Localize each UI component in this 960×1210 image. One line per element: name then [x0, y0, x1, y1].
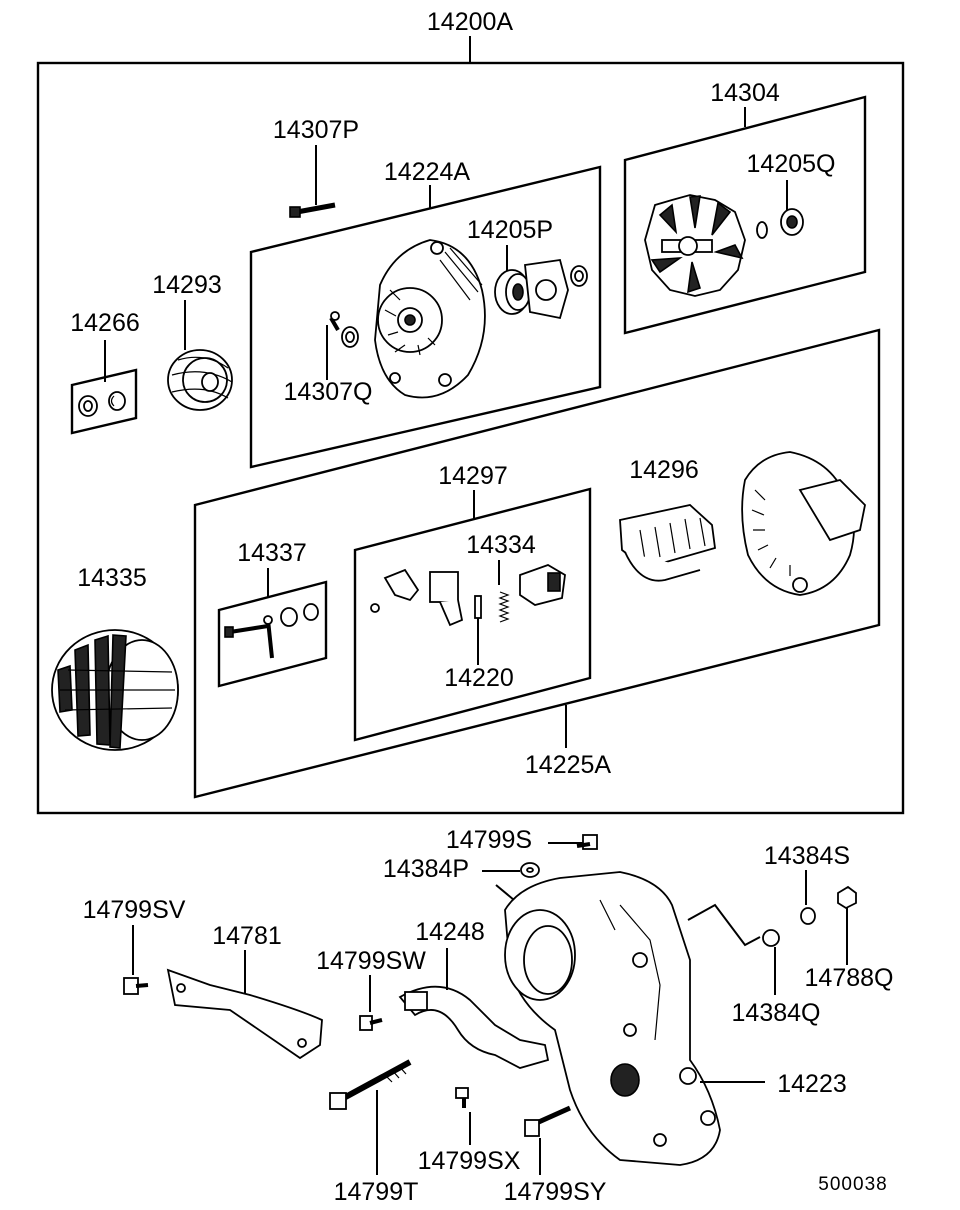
- callout-14307P: 14307P: [273, 116, 359, 144]
- rotor-14304: [644, 194, 746, 297]
- callout-14200A: 14200A: [427, 8, 514, 36]
- bolts-14337: [224, 603, 319, 659]
- panel-14304: [623, 95, 867, 335]
- callout-14335: 14335: [77, 564, 147, 592]
- callout-14799SW: 14799SW: [316, 947, 426, 975]
- panel-14225A: [193, 328, 881, 799]
- washer-14384Q: [687, 903, 780, 995]
- callout-14799T: 14799T: [334, 1178, 419, 1206]
- seal-ring: [570, 265, 588, 287]
- stator-14335: [51, 629, 179, 751]
- bearing-retainer: [524, 258, 569, 320]
- callout-14799SV: 14799SV: [83, 896, 186, 924]
- callout-14799SX: 14799SX: [418, 1147, 521, 1175]
- callout-14788Q: 14788Q: [805, 964, 894, 992]
- callout-14384Q: 14384Q: [732, 999, 821, 1027]
- pulley-14293: [167, 349, 233, 411]
- washer-front: [341, 326, 359, 348]
- panel-14224A: [249, 165, 602, 469]
- callout-14296: 14296: [629, 456, 699, 484]
- bolt-14799SX: [455, 1087, 471, 1145]
- panel-14337: [217, 580, 328, 688]
- callout-14205Q: 14205Q: [747, 150, 836, 178]
- brush-14220: [474, 595, 482, 619]
- rectifier-14296: [619, 504, 716, 582]
- spacer-rotor: [756, 221, 768, 239]
- nut-14788Q: [837, 885, 857, 965]
- bolt-14307P: [289, 202, 336, 218]
- callout-14220: 14220: [444, 664, 514, 692]
- front-housing-14224A: [374, 239, 486, 399]
- bearing-14205Q: [780, 208, 804, 236]
- regulator: [519, 564, 566, 606]
- callout-14205P: 14205P: [467, 216, 553, 244]
- callout-14384S: 14384S: [764, 842, 850, 870]
- panel-14297: [353, 487, 592, 742]
- callout-14225A: 14225A: [525, 751, 612, 779]
- callout-14266: 14266: [70, 309, 140, 337]
- cover-14248: [398, 948, 550, 1069]
- bolt-14799SY: [524, 1105, 572, 1175]
- callout-14248: 14248: [415, 918, 485, 946]
- brush-spring-14334: [498, 591, 510, 623]
- bracket-14223: [504, 871, 765, 1166]
- nut-washer-14266: [78, 391, 126, 417]
- callout-14799S: 14799S: [446, 826, 532, 854]
- panel-14266: [70, 368, 138, 435]
- bolt-14799SW: [359, 975, 383, 1031]
- lock-washer-14384S: [800, 870, 816, 925]
- callout-14293: 14293: [152, 271, 222, 299]
- rear-housing: [741, 451, 866, 596]
- bolt-14799SV: [123, 925, 149, 995]
- callout-14799SY: 14799SY: [504, 1178, 607, 1206]
- callout-14307Q: 14307Q: [284, 378, 373, 406]
- strap-14781: [166, 950, 323, 1060]
- callout-14384P: 14384P: [383, 855, 469, 883]
- callout-14304: 14304: [710, 79, 780, 107]
- bearing-14205P: [494, 269, 531, 315]
- screw-14307Q: [329, 311, 340, 332]
- bolt-14799S: [548, 834, 598, 850]
- callout-14223: 14223: [777, 1070, 847, 1098]
- callout-14781: 14781: [212, 922, 282, 950]
- diagram-code: 500038: [818, 1174, 887, 1195]
- callout-14224A: 14224A: [384, 158, 471, 186]
- callout-14337: 14337: [237, 539, 307, 567]
- bolt-14799T: [329, 1059, 412, 1175]
- callout-14297: 14297: [438, 462, 508, 490]
- brush-holder-14297: [370, 568, 464, 627]
- callout-14334: 14334: [466, 531, 536, 559]
